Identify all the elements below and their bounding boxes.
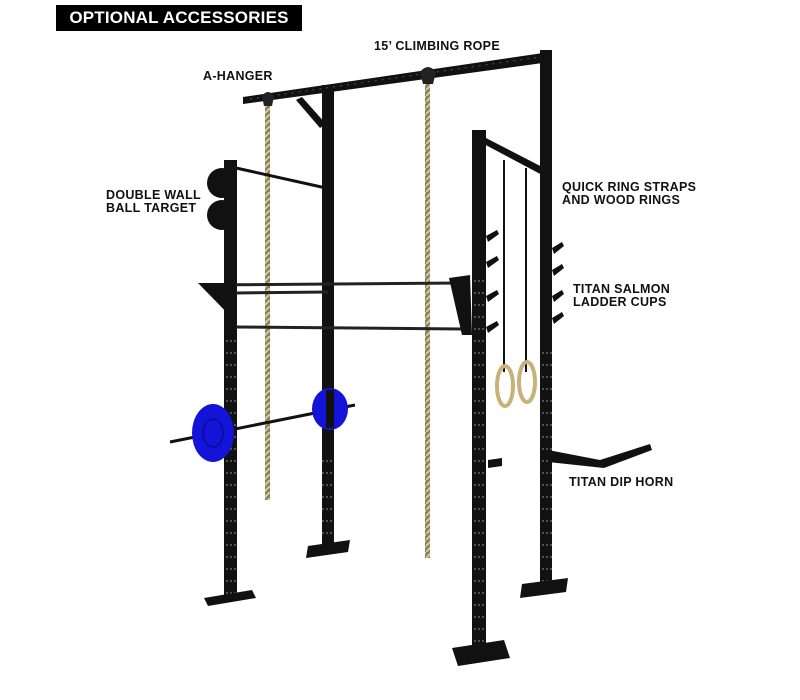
label-ring-straps-line2: AND WOOD RINGS bbox=[562, 193, 681, 207]
climbing-rope-left bbox=[262, 92, 274, 500]
label-wall-ball-target-line1: DOUBLE WALL bbox=[106, 188, 201, 202]
back-right-post bbox=[520, 50, 568, 598]
label-salmon-ladder-line2: LADDER CUPS bbox=[573, 295, 667, 309]
label-wall-ball-target-line2: BALL TARGET bbox=[106, 201, 197, 215]
gusset-left bbox=[198, 283, 236, 322]
title-banner: OPTIONAL ACCESSORIES bbox=[56, 5, 302, 31]
label-dip-horn: TITAN DIP HORN bbox=[569, 475, 674, 489]
front-left-post bbox=[204, 160, 256, 606]
ring-crossbar bbox=[480, 138, 548, 176]
back-left-post bbox=[306, 85, 350, 558]
label-ring-straps-line1: QUICK RING STRAPS bbox=[562, 180, 697, 194]
salmon-ladder-cups bbox=[486, 230, 564, 333]
pullup-bar-1 bbox=[203, 281, 461, 287]
barbell bbox=[169, 388, 356, 462]
ring-straps bbox=[503, 160, 527, 372]
front-right-post bbox=[452, 130, 510, 666]
dip-horn bbox=[488, 444, 652, 468]
climbing-rope-right bbox=[420, 67, 436, 558]
upper-rail bbox=[235, 166, 327, 190]
pullup-bar-3 bbox=[235, 325, 463, 331]
gusset-right bbox=[449, 275, 472, 335]
label-climbing-rope: 15’ CLIMBING ROPE bbox=[374, 39, 500, 53]
label-salmon-ladder-line1: TITAN SALMON bbox=[573, 282, 671, 296]
label-a-hanger: A-HANGER bbox=[203, 69, 273, 83]
wood-rings bbox=[495, 360, 537, 408]
a-hanger-brace bbox=[296, 97, 326, 128]
top-crossbeam bbox=[243, 52, 550, 104]
pullup-bar-2 bbox=[235, 290, 329, 295]
